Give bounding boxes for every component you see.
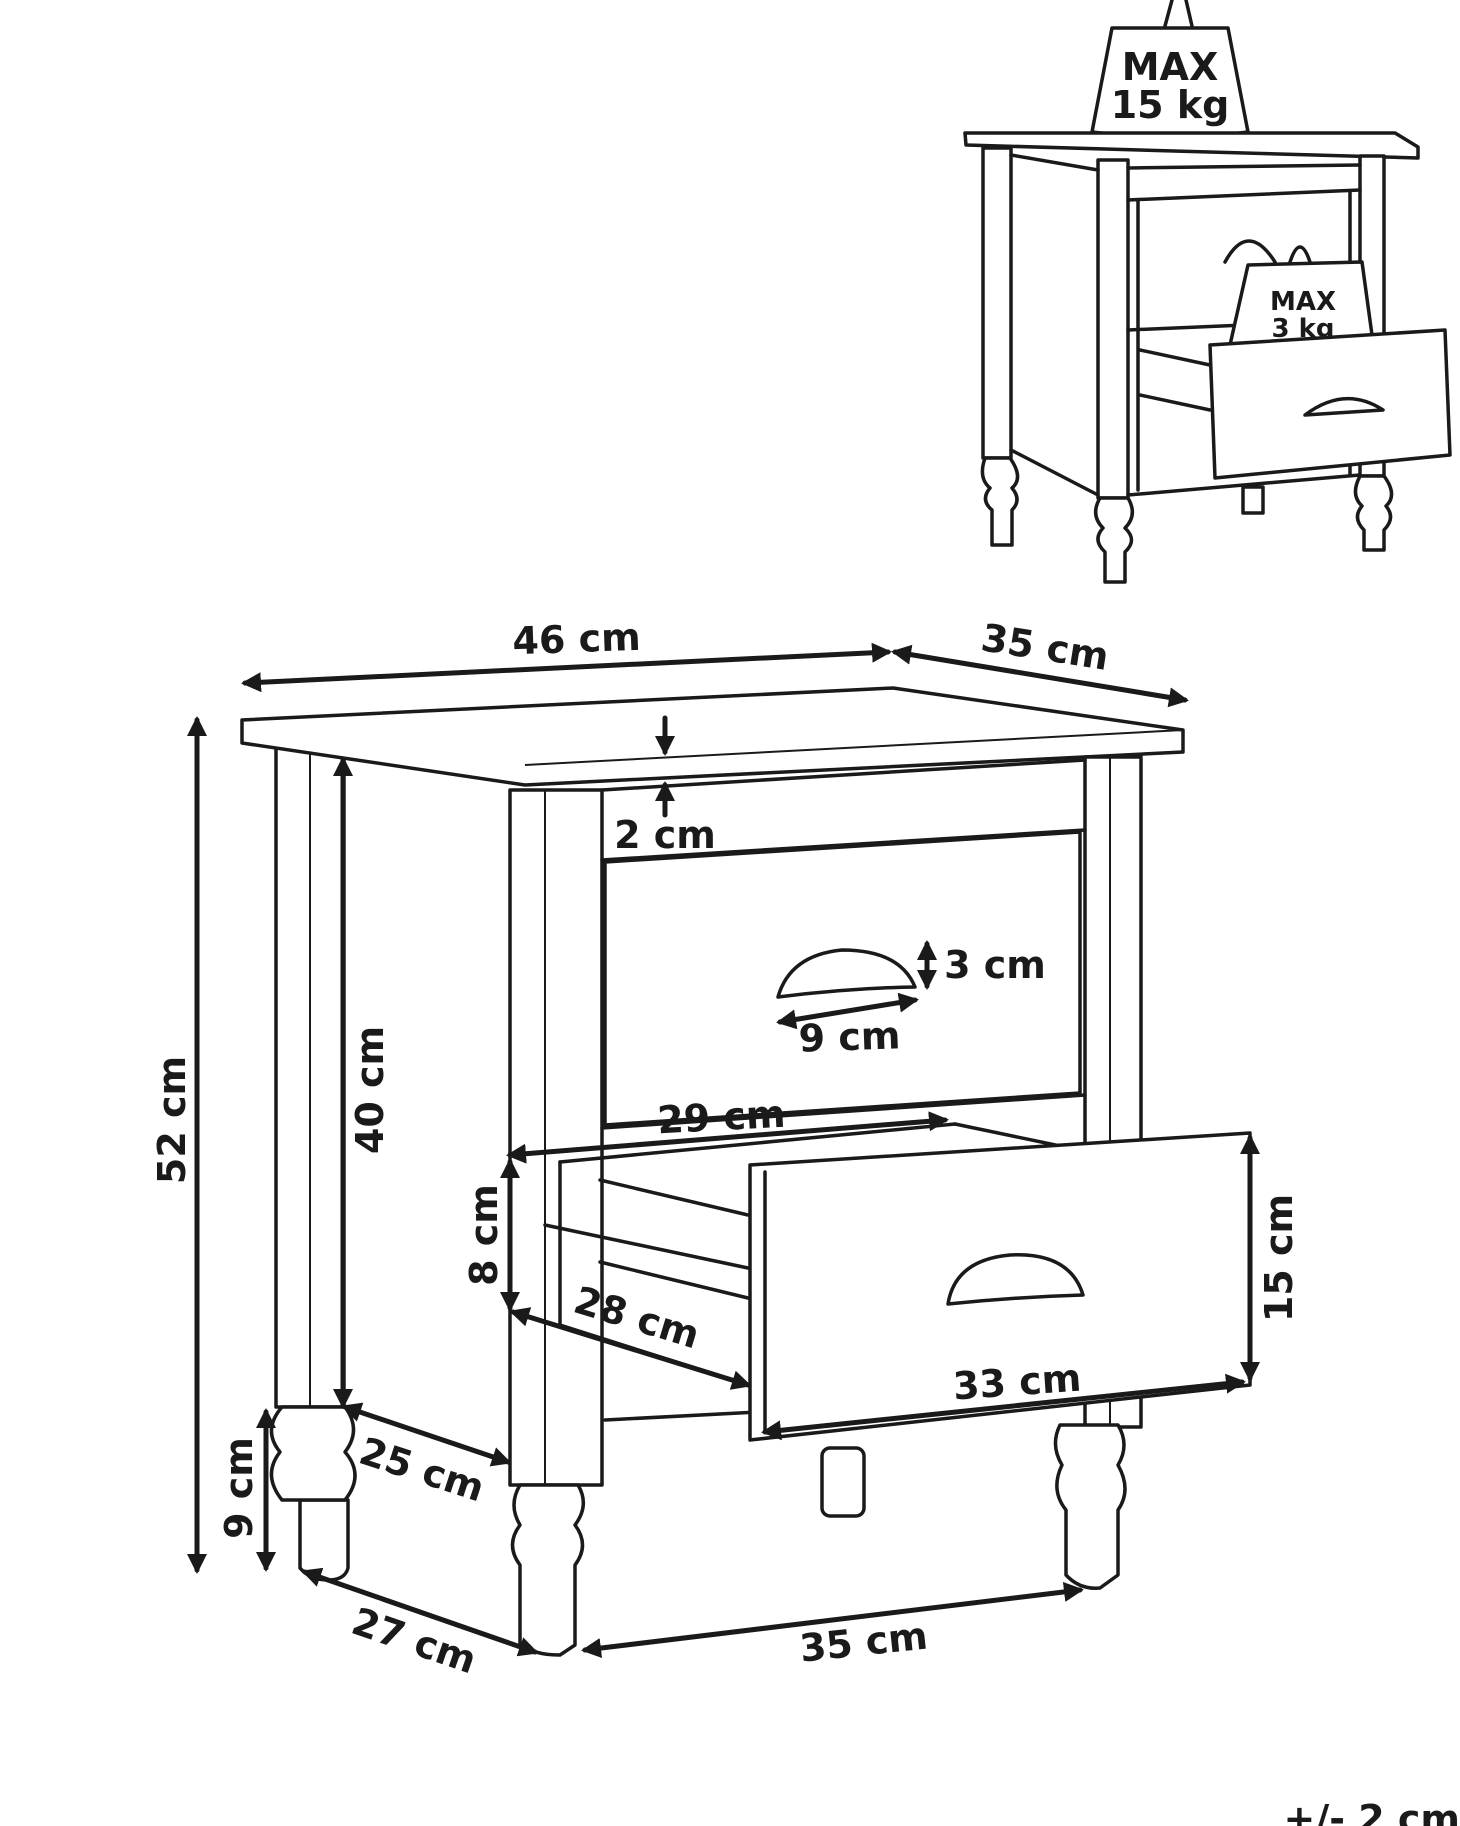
upper-drawer-handle [776,948,917,999]
tolerance-label: +/- 2 cm [1283,1797,1460,1826]
drawer-inner-width-label: 29 cm [656,1092,786,1143]
top-thickness-label: 2 cm [614,813,716,857]
handle-height-label: 3 cm [944,943,1046,987]
inset-drawer-front [1208,328,1452,480]
leg-height-label: 9 cm [217,1437,261,1539]
drawer-inner-height-label: 8 cm [462,1184,506,1286]
inset-nightstand: MAX 15 kg MAX 3 kg [963,0,1452,584]
main-nightstand [240,686,1252,1657]
top-weight-label: 15 kg [1111,83,1230,127]
inset-left-post [981,146,1013,460]
lower-drawer-handle [946,1253,1085,1306]
frame-height-label: 40 cm [348,1026,392,1154]
height-label: 52 cm [150,1056,194,1184]
side-depth-label: 25 cm [354,1429,490,1510]
drawer-max-label: MAX [1270,287,1336,317]
dimension-arrows [187,642,1260,1659]
main-top-board [240,686,1185,787]
main-front-left-post [508,788,604,1487]
drawer-front-width-label: 33 cm [952,1356,1083,1409]
width-label: 46 cm [512,615,642,663]
handle-width-label: 9 cm [798,1013,901,1061]
dimension-labels: 46 cm 35 cm 2 cm 52 cm 40 cm 9 cm 3 cm 9… [150,615,1460,1826]
weight-bag-top-icon: MAX 15 kg [1090,0,1250,139]
drawer-front-height-label: 15 cm [1257,1194,1301,1322]
inset-top-board [963,131,1420,160]
top-max-label: MAX [1122,45,1219,89]
